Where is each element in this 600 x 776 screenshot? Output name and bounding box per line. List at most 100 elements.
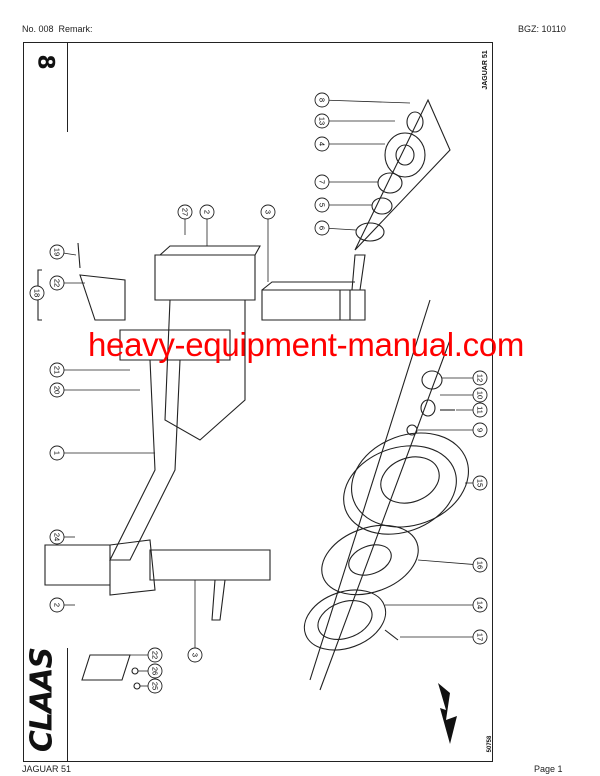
callout-label: 14: [476, 601, 485, 609]
callout-label: 15: [476, 479, 485, 487]
watermark: heavy-equipment-manual.com: [88, 326, 525, 363]
bgz-number: BGZ: 10110: [518, 24, 566, 34]
dust-cap: [421, 370, 443, 390]
bracket-18: [79, 274, 126, 321]
footer-model: JAGUAR 51: [22, 764, 72, 774]
callout-label: 6: [318, 226, 327, 230]
callout-circle: [147, 663, 163, 679]
callout-circle: [49, 597, 65, 613]
callout-label: 25: [151, 682, 160, 690]
frame-crossmember: [154, 245, 261, 301]
callout-label: 22: [151, 651, 160, 659]
spring: [355, 222, 385, 242]
divider: [67, 648, 68, 762]
plate-22: [81, 654, 131, 681]
leader-line: [328, 228, 357, 231]
seal: [371, 197, 393, 215]
callout-label: 1: [53, 451, 62, 455]
callout-circle: [49, 445, 65, 461]
callout-label: 2: [53, 603, 62, 607]
callout-circle: [260, 204, 276, 220]
callout-label: 10: [476, 391, 485, 399]
callout-circle: [49, 529, 65, 545]
washer-26: [131, 667, 139, 675]
callout-circle: [49, 382, 65, 398]
stub-axle: [339, 254, 366, 321]
castle-nut: [420, 399, 436, 417]
callout-label: 5: [318, 203, 327, 207]
rim-center: [317, 600, 373, 640]
wheel-guide-lines: [309, 299, 451, 691]
lower-stub: [211, 579, 226, 621]
travel-direction-arrow-icon: [438, 683, 457, 744]
callout-label: 12: [476, 374, 485, 382]
remark-label: Remark:: [58, 24, 93, 34]
callout-label: 8: [318, 98, 327, 102]
callout-label: 17: [476, 633, 485, 641]
callout-circle: [472, 629, 488, 645]
callout-circle: [29, 285, 45, 301]
callout-label: 27: [181, 208, 190, 216]
divider: [67, 42, 68, 132]
nut-25: [133, 682, 141, 690]
callout-label: 2: [203, 210, 212, 214]
axle-tube: [261, 281, 355, 321]
callout-label: 26: [151, 667, 160, 675]
hub-cap: [406, 111, 424, 133]
frame-plate: [164, 299, 246, 441]
callout-label: 18: [33, 289, 42, 297]
claas-logo: CLAAS: [25, 648, 60, 752]
callout-label: 24: [53, 533, 62, 541]
tyre-inner: [380, 456, 440, 504]
tyre: [351, 432, 469, 528]
hub-bore: [395, 144, 415, 166]
callout-circle: [472, 387, 488, 403]
callout-circle: [314, 136, 330, 152]
front-bracket: [44, 539, 156, 596]
callout-label: 3: [264, 210, 273, 214]
callout-circle: [314, 92, 330, 108]
callout-label: 11: [476, 406, 485, 414]
callout-label: 9: [476, 428, 485, 432]
callout-label: 21: [53, 366, 62, 374]
callout-circle: [472, 402, 488, 418]
callout-circle: [472, 370, 488, 386]
callout-label: 19: [53, 248, 62, 256]
inner-tube: [321, 524, 419, 596]
callout-circle: [314, 174, 330, 190]
page-number: Page 1: [534, 764, 563, 774]
hub: [384, 132, 426, 178]
callout-circle: [177, 204, 193, 220]
callout-label: 16: [476, 561, 485, 569]
callout-circle: [314, 220, 330, 236]
callout-circle: [472, 422, 488, 438]
callout-label: 20: [53, 386, 62, 394]
callout-label: 4: [318, 142, 327, 146]
callout-circle: [49, 362, 65, 378]
hub-guide-lines: [354, 98, 451, 251]
diagram-lines: [37, 98, 469, 691]
leader-line: [63, 252, 77, 256]
frame-beam: [109, 359, 181, 561]
bearing: [377, 172, 403, 194]
model-label: JAGUAR 51: [482, 50, 489, 89]
callout-circle: [314, 113, 330, 129]
drawing-number: 50758: [487, 735, 493, 752]
group-number: 8: [33, 54, 58, 69]
callout-circle: [49, 275, 65, 291]
callout-label: 3: [191, 653, 200, 657]
callout-circle: [314, 197, 330, 213]
callout-circle: [49, 244, 65, 260]
callout-circle: [147, 647, 163, 663]
drawing-frame: [23, 42, 493, 762]
callout-circle: [472, 557, 488, 573]
sheet-number: No. 008 Remark:: [22, 24, 93, 34]
tyre-back: [343, 445, 457, 535]
inner-tube-hole: [348, 544, 392, 576]
valve: [384, 629, 399, 641]
callout-label: 13: [318, 117, 327, 125]
callout-circle: [472, 597, 488, 613]
bolt-19: [77, 242, 81, 269]
